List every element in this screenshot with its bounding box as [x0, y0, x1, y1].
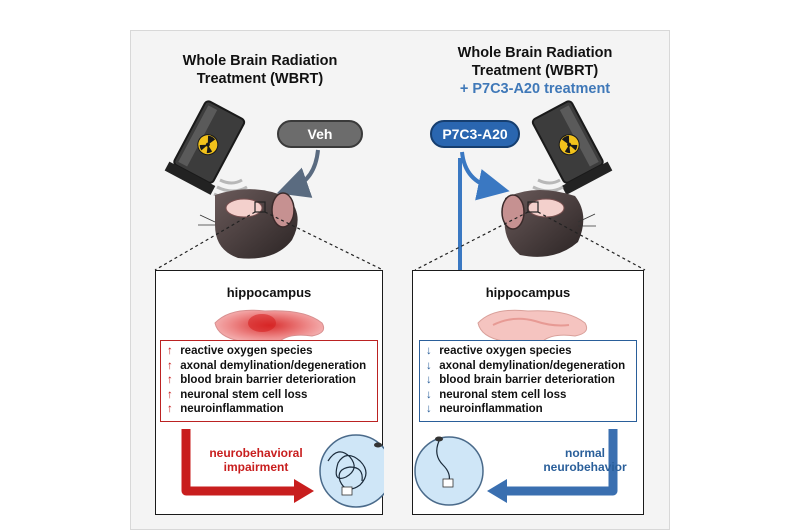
right-title-line2: Treatment (WBRT) — [471, 63, 599, 79]
right-title-line1: Whole Brain Radiation — [457, 45, 613, 61]
right-hippocampus-panel: hippocampus ↓ reactive oxygen species ↓ … — [412, 270, 644, 515]
right-title-line3: + P7C3-A20 treatment — [459, 81, 611, 97]
left-title-line1: Whole Brain Radiation — [182, 53, 338, 69]
left-effects-box: ↑ reactive oxygen species ↑ axonal demyl… — [160, 340, 378, 422]
right-effect-2: ↓ axonal demylination/degeneration — [426, 359, 626, 372]
hippocampus-icon-left — [214, 309, 325, 345]
radiation-device-icon-right — [527, 100, 613, 201]
left-effect-1: ↑ reactive oxygen species — [167, 345, 313, 357]
right-effect-4: ↓ neuronal stem cell loss — [426, 388, 567, 401]
left-effect-5: ↑ neuroinflammation — [167, 403, 284, 415]
right-outcome-arrow — [414, 429, 618, 506]
p7c3-pill: P7C3-A20 — [430, 120, 520, 148]
left-title: Whole Brain Radiation Treatment (WBRT) — [160, 52, 360, 88]
left-title-line2: Treatment (WBRT) — [196, 71, 324, 87]
right-effects-box: ↓ reactive oxygen species ↓ axonal demyl… — [419, 340, 637, 422]
left-region-label: hippocampus — [226, 285, 312, 300]
right-effect-5: ↓ neuroinflammation — [426, 403, 543, 415]
mouse-head-icon-left — [198, 189, 298, 259]
left-outcome-arrow — [181, 429, 384, 508]
veh-pill: Veh — [277, 120, 363, 148]
radiation-device-icon-left — [164, 100, 253, 201]
right-effect-3: ↓ blood brain barrier deterioration — [426, 374, 615, 386]
mouse-head-icon-right — [501, 189, 596, 257]
left-effect-2: ↑ axonal demylination/degeneration — [167, 359, 367, 372]
water-maze-icon-left — [319, 434, 384, 508]
right-region-label: hippocampus — [485, 285, 571, 300]
left-effect-3: ↑ blood brain barrier deterioration — [167, 374, 356, 386]
right-title: Whole Brain Radiation Treatment (WBRT) +… — [430, 44, 640, 98]
right-effect-1: ↓ reactive oxygen species — [426, 345, 572, 357]
left-effect-4: ↑ neuronal stem cell loss — [167, 388, 308, 401]
water-maze-icon-right — [414, 436, 484, 506]
left-hippocampus-panel: hippocampus ↑ reactive oxygen species ↑ … — [155, 270, 384, 515]
